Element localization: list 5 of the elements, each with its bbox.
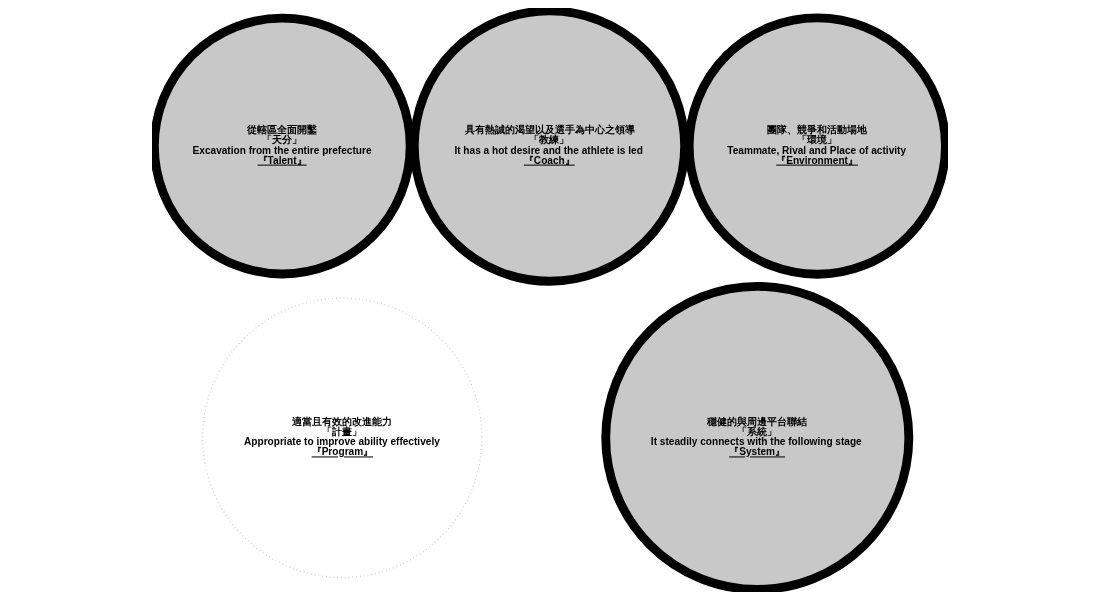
node-circle: 適當且有效的改進能力 「計畫」 Appropriate to improve ability effectively 『Program』 [201, 297, 483, 579]
node-circle: 具有熱誠的渴望以及選手為中心之領導 「教練」 It has a hot desire and the athlete is led 『Coach』 [409, 8, 690, 286]
node-circle: 穩健的與周邊平台聯結 「系統」 It steadily connects with the following stage 『System』 [601, 281, 914, 592]
node-circle: 團隊、競爭和活動場地 「環境」 Teammate, Rival and Place of activity 『Environment』 [684, 13, 948, 279]
node-circle: 從轄區全面開鑿 「天分」 Excavation from the entire prefecture 『Talent』 [152, 13, 415, 279]
